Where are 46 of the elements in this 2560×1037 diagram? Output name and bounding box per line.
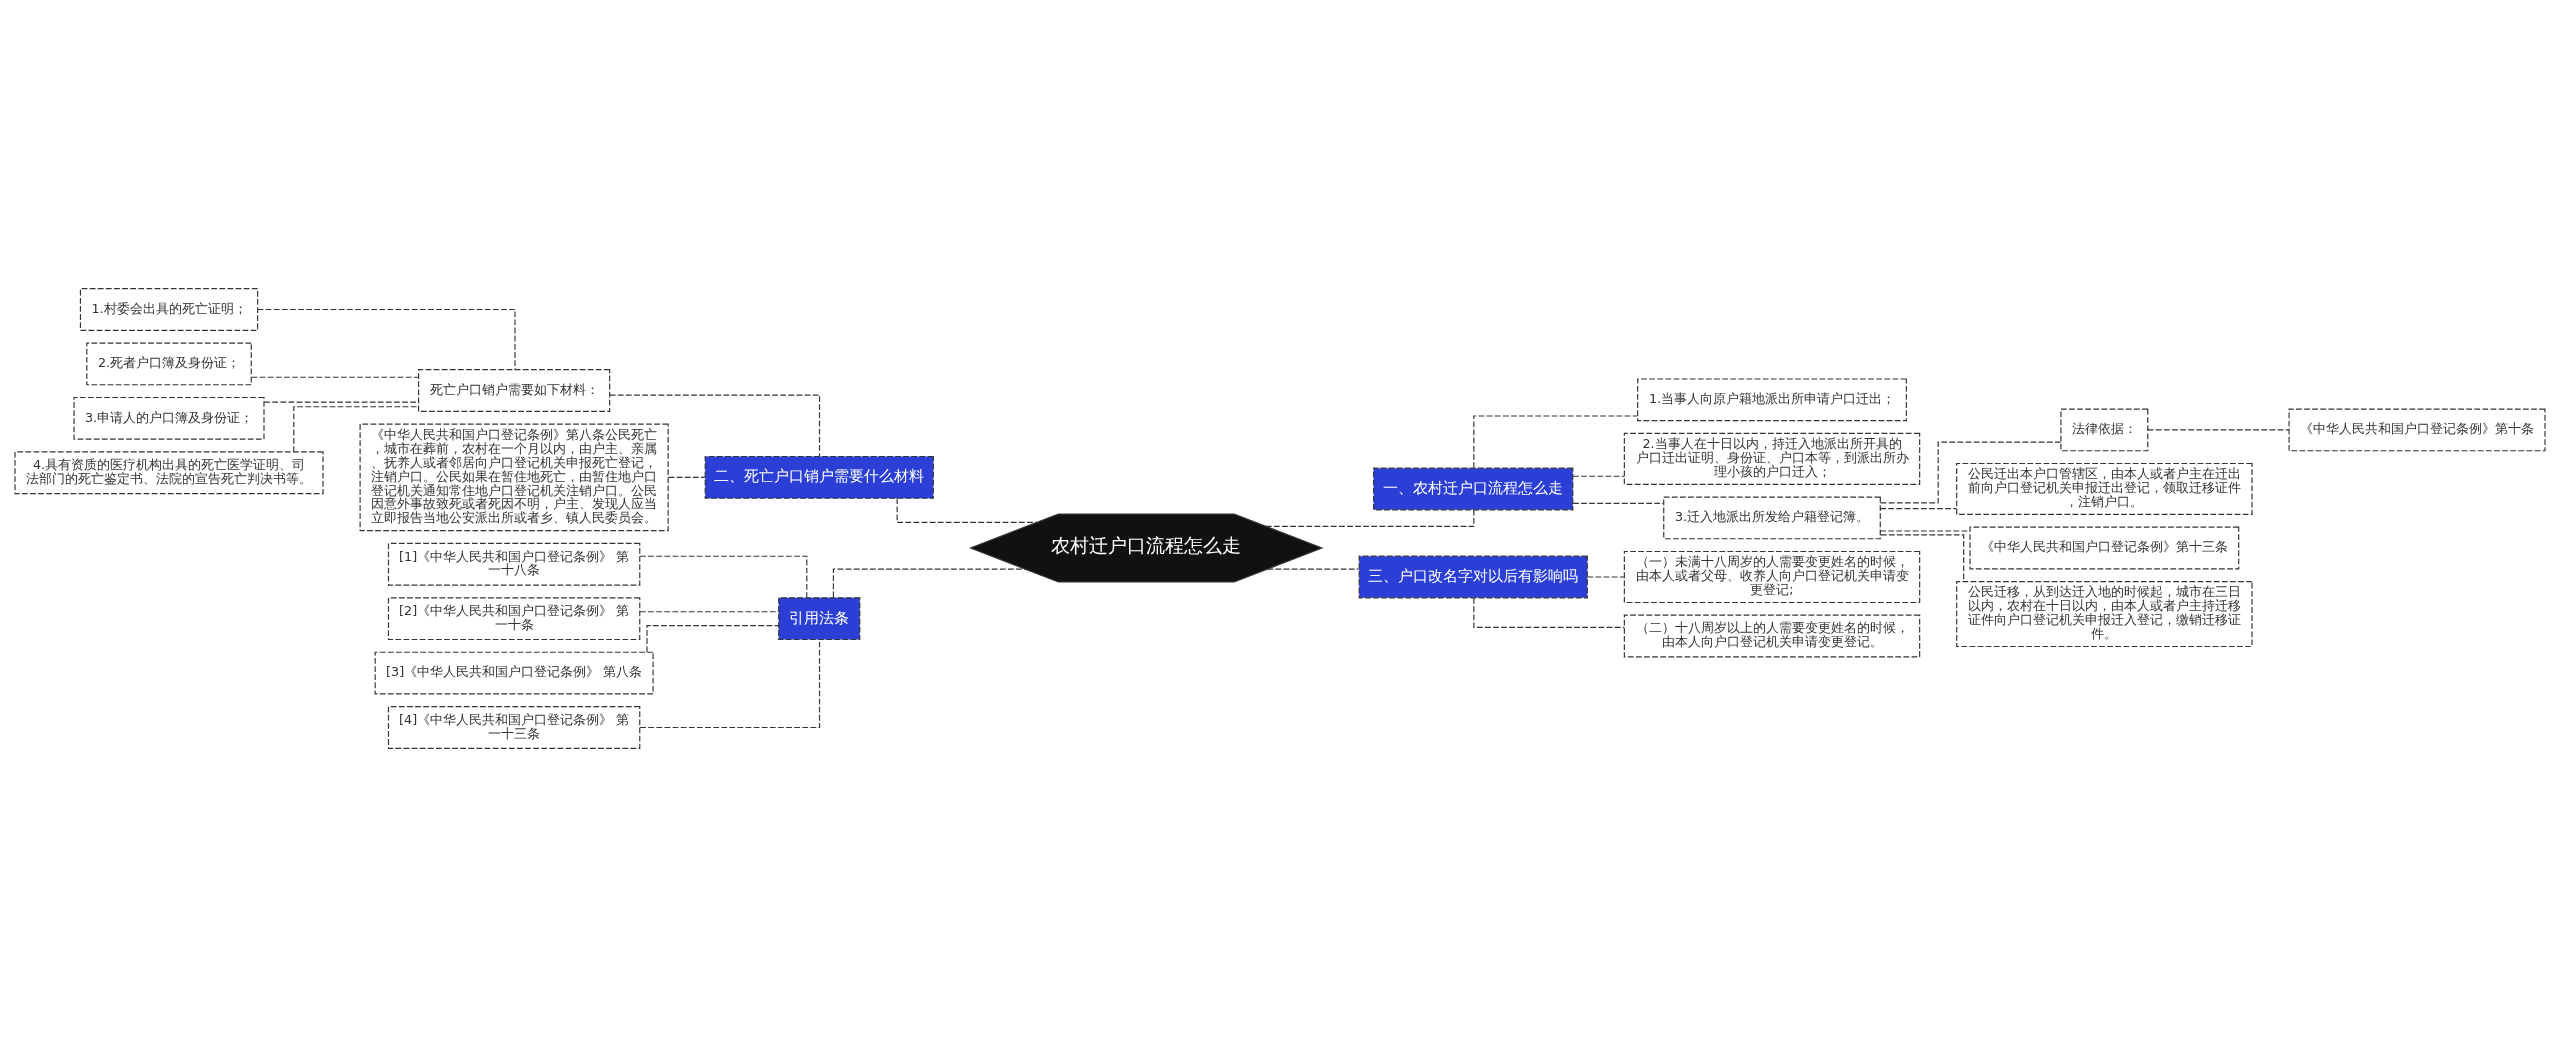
connector (1879, 530, 1971, 532)
node-box: 《中华人民共和国户口登记条例》第十三条 (1969, 526, 2240, 570)
connector (639, 611, 780, 613)
node-box: 一、农村迁户口流程怎么走 (1373, 467, 1574, 511)
node-box: 法律依据： (2060, 408, 2149, 452)
node-box: 二、死亡户口销户需要什么材料 (704, 455, 934, 499)
node-box: [1]《中华人民共和国户口登记条例》 第一十八条 (387, 542, 641, 586)
connector (1572, 502, 1665, 505)
connector (832, 568, 1026, 598)
node-box: （一）未满十八周岁的人需要变更姓名的时候，由本人或者父母、收养人向户口登记机关申请变更登记; (1623, 550, 1921, 604)
node-box: 公民迁移，从到达迁入地的时候起，城市在三日以内，农村在十日以内，由本人或者户主持迁移证件向户口登记机关申报迁入登记，缴销迁移证件。 (1956, 581, 2253, 648)
connector (639, 639, 821, 729)
connector (1266, 568, 1360, 570)
node-box: 4.具有资质的医疗机构出具的死亡医学证明、司法部门的死亡鉴定书、法院的宣告死亡判决书等。 (14, 451, 324, 495)
connector (1880, 534, 1965, 582)
connector (1879, 441, 2062, 504)
node-box: [2]《中华人民共和国户口登记条例》 第一十条 (387, 597, 641, 641)
node-box: 2.死者户口簿及身份证； (86, 342, 252, 386)
node-box: 《中华人民共和国户口登记条例》第十条 (2288, 408, 2546, 452)
node-box: 1.村委会出具的死亡证明； (79, 288, 259, 331)
connector (293, 406, 419, 453)
connector (2147, 429, 2290, 431)
connector (1586, 576, 1625, 578)
node-box: [4]《中华人民共和国户口登记条例》 第一十三条 (387, 706, 641, 749)
node-box: [3]《中华人民共和国户口登记条例》 第八条 (374, 651, 654, 695)
node-box: 公民迁出本户口管辖区，由本人或者户主在迁出前向户口登记机关申报迁出登记，领取迁移证件，注销户口。 (1956, 462, 2253, 516)
node-box: 3.申请人的户口簿及身份证； (73, 396, 265, 440)
node-box: 三、户口改名字对以后有影响吗 (1358, 555, 1588, 599)
node-box: 1.当事人向原户籍地派出所申请户口迁出； (1637, 378, 1907, 422)
connector (263, 401, 419, 403)
node-box: 死亡户口销户需要如下材料： (418, 369, 611, 412)
connector (1572, 475, 1625, 477)
node-box: 2.当事人在十日以内，持迁入地派出所开具的户口迁出证明、身份证、户口本等，到派出所办理小孩的户口迁入； (1623, 432, 1921, 485)
connector (639, 555, 808, 599)
node-box: 《中华人民共和国户口登记条例》第八条公民死亡，城市在葬前，农村在一个月以内，由户主、亲属、抚养人或者邻居向户口登记机关申报死亡登记，注销户口。公民如果在暂住地死亡，由暂住地户口登记机关通知常住地户口登记机关注销户口。公民因意外事故致死或者死因不明，户主、发现人应当立即报告当地公安派出所或者乡、镇人民委员会。 (359, 423, 669, 532)
connector (257, 308, 516, 371)
connector (667, 476, 706, 478)
node-box: （二）十八周岁以上的人需要变更姓名的时候，由本人向户口登记机关申请变更登记。 (1623, 614, 1921, 658)
connector (609, 394, 821, 457)
node-box: 引用法条 (778, 597, 861, 641)
node-box: 3.迁入地派出所发给户籍登记簿。 (1663, 496, 1881, 540)
connector (1879, 508, 1958, 510)
connector (1265, 509, 1475, 527)
connector (251, 376, 419, 378)
connector (1473, 415, 1638, 469)
connector (646, 625, 780, 653)
